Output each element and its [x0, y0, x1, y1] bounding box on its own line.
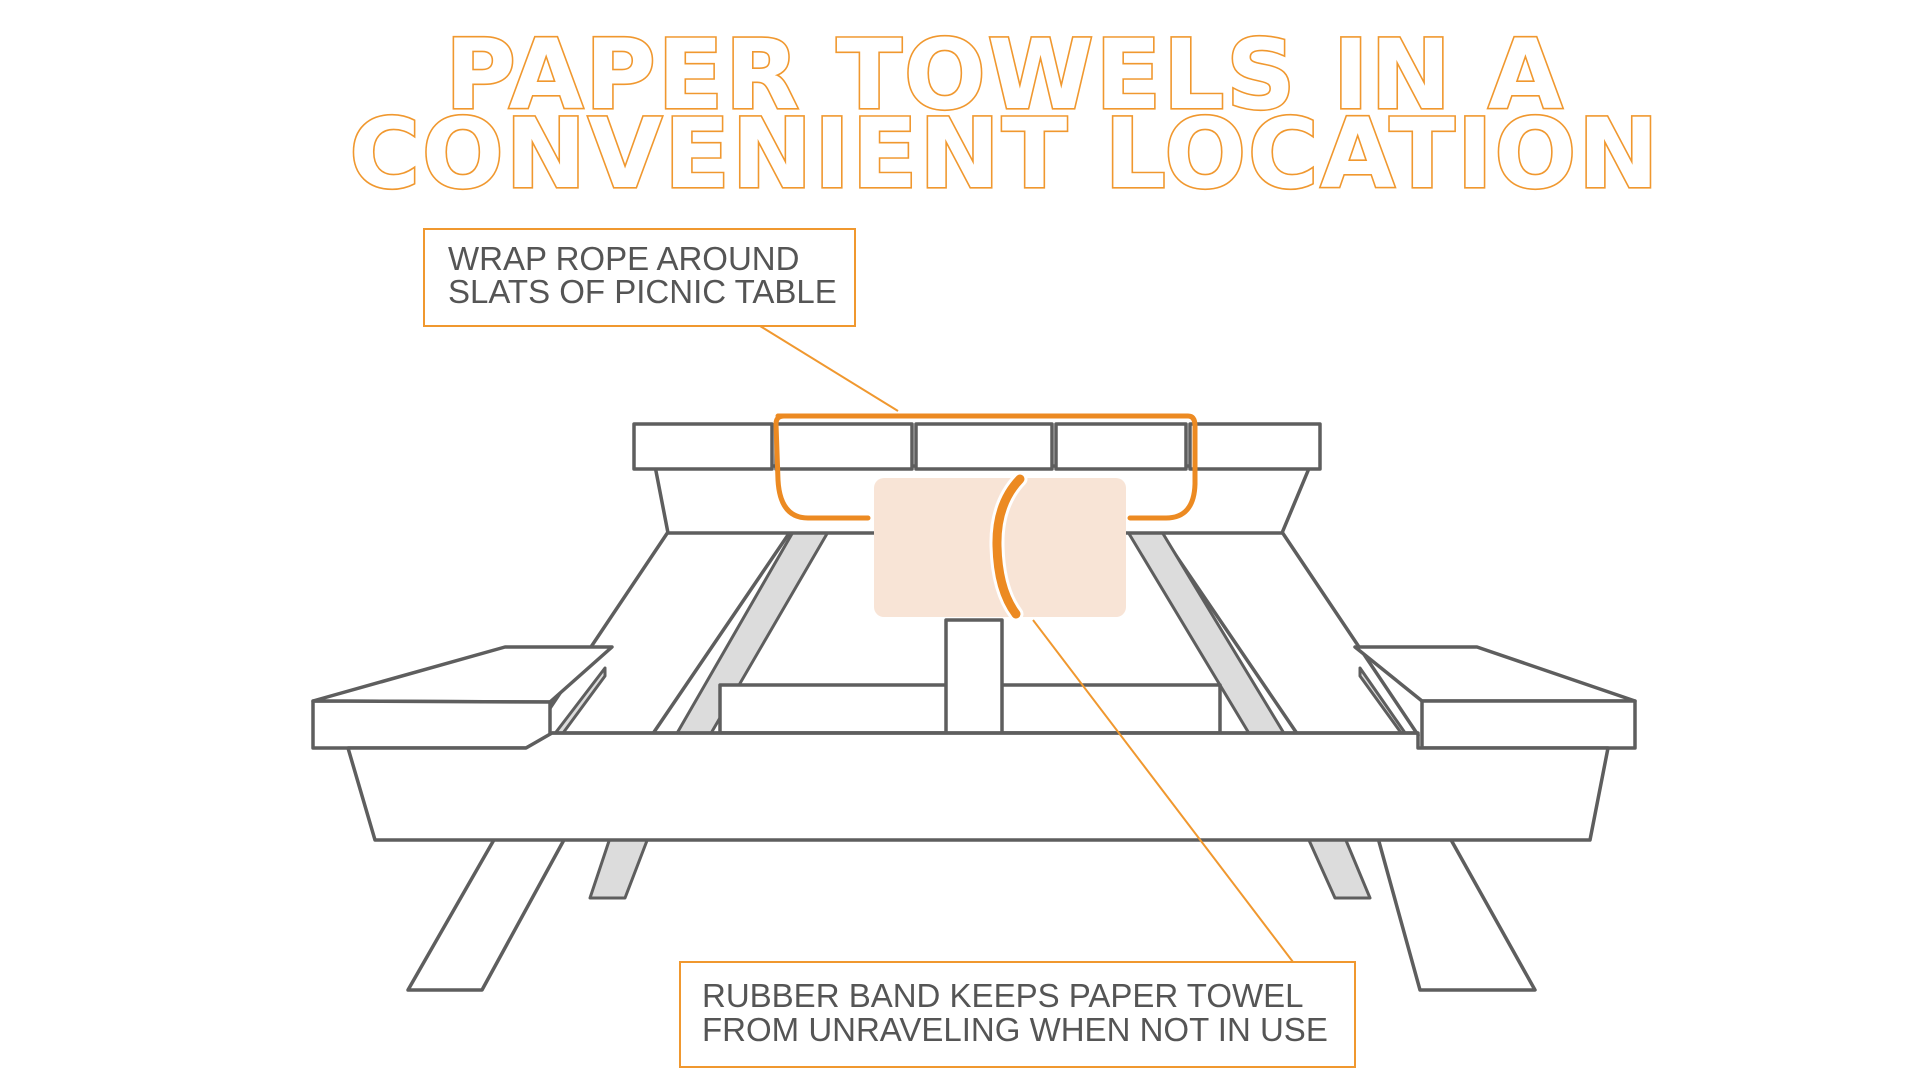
callout-rope-line-2: SLATS OF PICNIC TABLE: [448, 273, 837, 310]
table-leg-lower-left-inner: [588, 836, 650, 900]
callout-rope-line-1: WRAP ROPE AROUND: [448, 240, 799, 277]
diagram-title: PAPER TOWELS IN A CONVENIENT LOCATION: [348, 17, 1661, 211]
title-line-2: CONVENIENT LOCATION: [350, 98, 1661, 210]
callout-band-leader: [1032, 619, 1294, 963]
callout-band-line-2: FROM UNRAVELING WHEN NOT IN USE: [702, 1011, 1328, 1048]
table-leg-lower-right-inner: [1306, 836, 1372, 900]
title-line-1: PAPER TOWELS IN A: [445, 19, 1564, 131]
callout-band: RUBBER BAND KEEPS PAPER TOWEL FROM UNRAV…: [679, 619, 1356, 1068]
callout-rope-box: [423, 228, 856, 327]
bench-seat-board: [346, 731, 1610, 842]
bench-right-front: [1420, 699, 1637, 750]
callout-rope-leader: [759, 325, 899, 412]
tabletop-slat-1: [632, 422, 774, 471]
callout-rope: WRAP ROPE AROUND SLATS OF PICNIC TABLE: [423, 228, 899, 412]
rubber-band: [992, 474, 1025, 619]
table-leg-lower-left: [406, 836, 567, 992]
tabletop-slat-2: [774, 422, 914, 471]
paper-towel-roll: [874, 471, 1126, 622]
callout-band-line-1: RUBBER BAND KEEPS PAPER TOWEL: [702, 977, 1304, 1014]
picnic-table-illustration: [311, 422, 1637, 992]
callout-band-box: [679, 961, 1356, 1068]
table-center-post: [944, 618, 1004, 740]
tabletop-slat-5: [1188, 422, 1322, 471]
rope-wrap: [773, 413, 1198, 521]
bench-right-top: [1353, 645, 1637, 703]
tabletop-slat-4: [1054, 422, 1188, 471]
tabletop-slat-3: [914, 422, 1054, 471]
table-leg-lower-right: [1376, 836, 1537, 992]
bench-left-front: [311, 699, 552, 750]
